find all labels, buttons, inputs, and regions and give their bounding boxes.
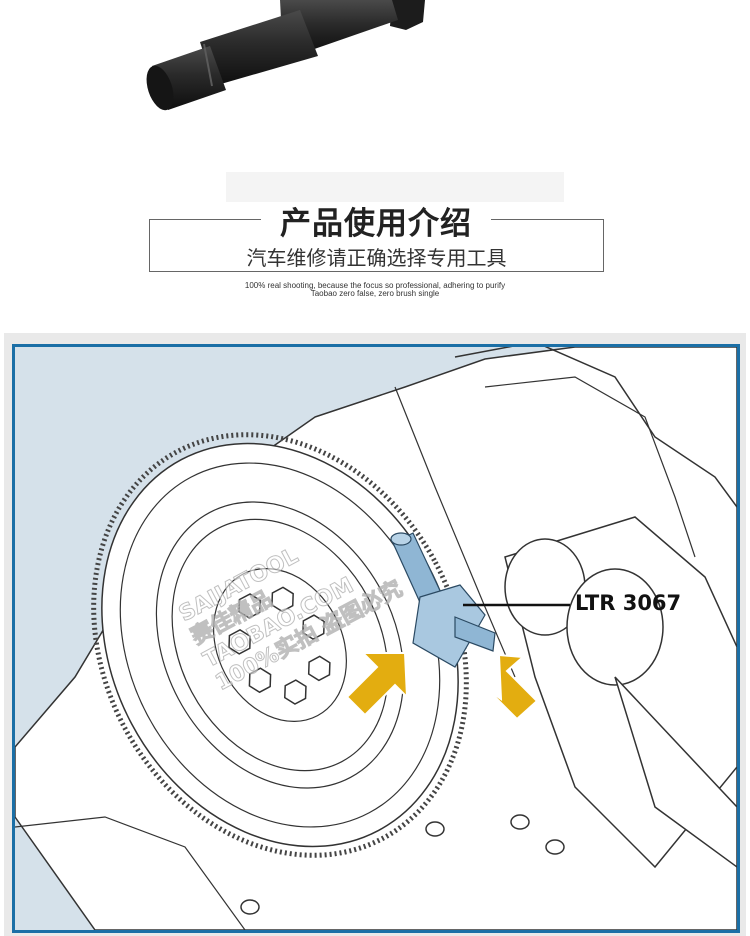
section-title: 产品使用介绍 — [280, 206, 472, 242]
flywheel-bolt — [283, 679, 307, 705]
title-frame-line-right — [491, 219, 604, 220]
flywheel-bolt — [228, 629, 251, 655]
product-photo-locking-pin — [146, 0, 425, 111]
tagline: 100% real shooting, because the focus so… — [160, 282, 590, 298]
flywheel-bolt — [307, 655, 331, 682]
title-frame-line-left — [149, 219, 261, 220]
engine-flywheel-diagram — [15, 347, 737, 930]
flywheel-bolt — [248, 667, 272, 694]
diagram-frame: LTR 3067 — [12, 344, 740, 933]
title-frame — [149, 219, 604, 272]
tagline-line-2: Taobao zero false, zero brush single — [310, 289, 440, 298]
section-subtitle: 汽车维修请正确选择专用工具 — [246, 246, 507, 270]
flywheel-bolt — [238, 593, 261, 619]
flywheel-bolt — [302, 614, 325, 641]
tagline-line-1: 100% real shooting, because the focus so… — [244, 281, 506, 290]
callout-label-ltr3067: LTR 3067 — [575, 591, 682, 615]
title-shadow-bar — [226, 172, 564, 202]
flywheel-bolt — [271, 586, 294, 613]
